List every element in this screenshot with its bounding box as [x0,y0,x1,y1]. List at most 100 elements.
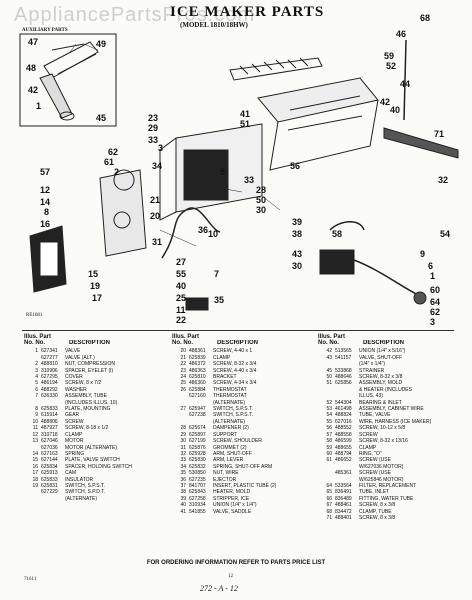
illus-number: 10 [32,418,38,425]
part-row: W/627036 MOTOR) [318,464,458,470]
part-description: NUT, WIRE [213,470,239,477]
callout-27: 27 [176,257,187,267]
part-number: 627160 [189,393,206,400]
part-number: 836491 [335,489,352,496]
part-number: 627163 [41,450,58,457]
illus-number: 31 [180,444,186,451]
illus-number: 38 [180,489,186,496]
illus-number: 55 [326,418,332,425]
part-description: SCREW, 8-18 x 1/2 [65,425,109,432]
part-description: SCREW [65,418,84,425]
callout-52: 52 [386,61,397,71]
illus-number: 14 [32,450,38,457]
part-description: (ALTERNATE) [65,495,98,502]
part-number: 488292 [41,386,58,393]
part-description: FITTING, WATER TUBE [359,495,414,502]
part-description: SCREW, 4-34 x 3/4 [213,380,257,387]
part-description: SWITCH, S.P.D.T. [65,489,106,496]
illus-number: 3 [35,367,38,374]
illus-number: 15 [32,457,38,464]
callout-41: 41 [240,109,251,119]
callout-50: 50 [256,195,267,205]
part-number: 841707 [189,482,206,489]
callout-8: 8 [44,207,50,217]
part-description: & HEATER (INCLUDES [359,386,412,393]
callout-45: 45 [96,113,107,123]
callout-35: 35 [214,295,225,305]
part-number: 310718 [41,431,58,438]
part-number: 627229 [41,489,58,496]
callout-32: 32 [438,175,449,185]
part-description: SPACER, EYELET (I) [65,367,114,374]
callout-64: 64 [430,297,441,307]
registration-code: RE1681 [26,313,43,318]
part-number: 486372 [189,361,206,368]
callout-17: 17 [92,293,103,303]
callout-48: 48 [26,63,37,73]
part-description: ARM, LEVER [213,457,244,464]
callout-62b: 62 [430,307,441,317]
part-number: 627295 [41,374,58,381]
part-number: 627199 [189,438,206,445]
illus-number: 1 [35,348,38,355]
part-number: 627277 [41,354,58,361]
part-number: 625856 [335,380,352,387]
handwritten-note: 272 - A - 12 [200,584,238,593]
part-number: 625884 [189,386,206,393]
part-number: 488646 [335,374,352,381]
callout-42b: 42 [380,97,391,107]
part-description: ASSEMBLY, TUBE [65,393,107,400]
part-number: 627238 [189,412,206,419]
document-code: 71611 [24,577,37,582]
part-description: SCREW (USE [359,457,391,464]
part-description: SPACER, HOLDING SWITCH [65,463,132,470]
part-description: HEATER, MOLD [213,489,251,496]
callout-30b: 30 [292,261,303,271]
part-description: ASSEMBLY, MOLD [359,380,403,387]
callout-20: 20 [150,211,161,221]
part-description: CLAMP [213,354,231,361]
part-description: SCREW, 8-32 x 3/4 [213,361,257,368]
part-number: 625947 [189,406,206,413]
illus-number: 19 [32,482,38,489]
illus-number: 68 [326,508,332,515]
part-number: 461498 [335,406,352,413]
callout-38: 38 [292,229,303,239]
callout-42: 42 [28,85,39,95]
part-description: SCREW, 8 x 3/8 [359,502,396,509]
part-number: 488806 [41,418,58,425]
watermark: AppliancePartsPros.com [14,4,255,26]
part-number: 627016 [335,418,352,425]
callout-3b: 3 [430,317,436,327]
part-description: CAM [65,470,77,477]
illus-number: 18 [32,476,38,483]
callout-57: 57 [40,167,51,177]
column-header: No. No. DESCRIPTION [24,340,111,346]
part-description: FILTER, REPLACEMENT [359,482,417,489]
illus-number: 56 [326,425,332,432]
part-number: 488461 [335,502,352,509]
callout-12: 12 [40,185,51,195]
part-description: CLAMP [65,431,83,438]
part-description: SCREW (USE [359,470,391,477]
part-row: (1/4" x 1/4") [318,361,458,367]
part-description: CLAMP, TUBE [359,508,392,515]
part-number: 544304 [335,399,352,406]
